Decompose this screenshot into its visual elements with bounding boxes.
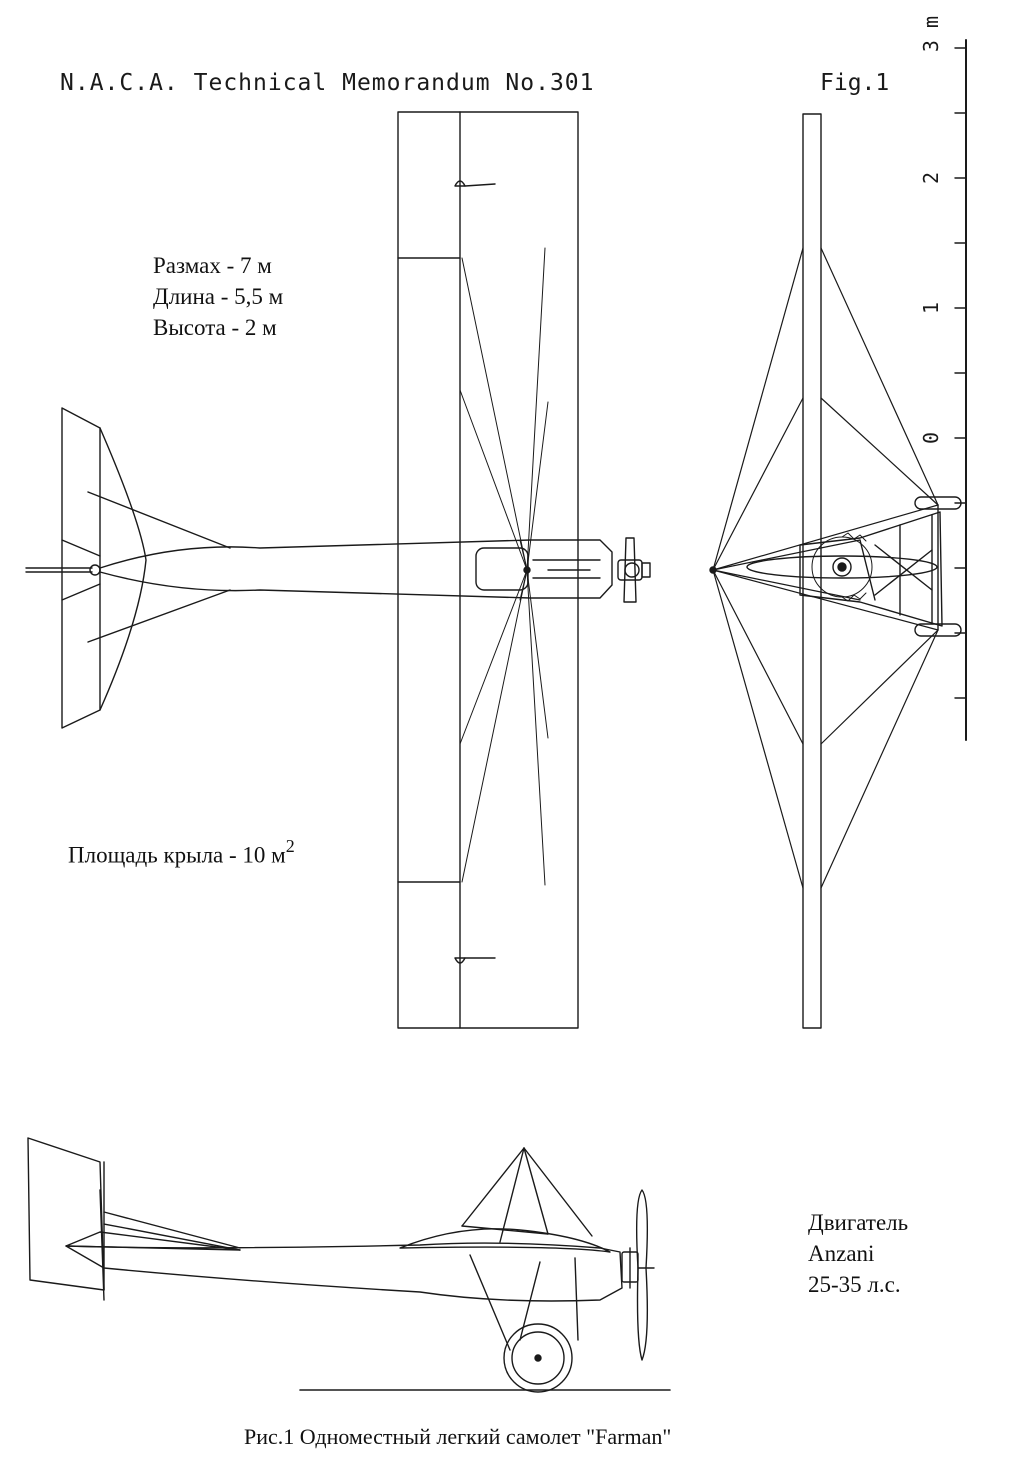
memorandum-title: N.A.C.A. Technical Memorandum No.301 [60,70,595,96]
scale-label-1: 1 [919,302,943,314]
engine-make: Anzani [808,1241,875,1266]
scale-label-2: 2 [919,172,943,184]
tailplane [61,407,147,729]
front-wing-spar [802,113,822,1029]
propeller-side [635,1189,649,1361]
engine-label: Двигатель [808,1210,909,1235]
figure-label: Fig.1 [820,70,890,96]
fuselage-side [65,1242,623,1302]
scale-bar: 0 1 2 3 m [919,16,967,741]
fuselage-plan [99,539,613,599]
figure-caption: Рис.1 Одноместный легкий самолет "Farman… [244,1424,672,1449]
spec-length: Длина - 5,5 м [153,284,284,309]
spec-span: Размах - 7 м [153,253,272,278]
side-view [27,1137,671,1393]
scale-label-0: 0 [919,432,943,444]
spec-wing-area: Площадь крыла - 10 м2 [68,836,295,869]
wing-area-exponent: 2 [285,836,295,856]
landing-wheel [503,1323,573,1393]
wing-area-text: Площадь крыла - 10 м [68,842,286,868]
front-view [709,113,962,1029]
cockpit [475,547,529,591]
rudder [27,1137,105,1291]
plan-view [25,111,651,1029]
scale-label-3: 3 m [919,16,943,52]
spec-height: Высота - 2 м [153,315,277,340]
engine-power: 25-35 л.с. [808,1272,901,1297]
